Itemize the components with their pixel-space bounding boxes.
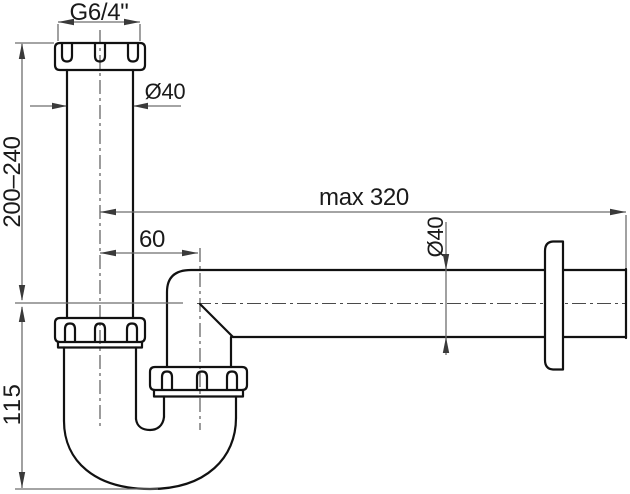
elbow-top-edge	[165, 268, 547, 369]
inlet-diameter-label: Ø40	[145, 79, 186, 104]
outlet-elbow-and-pipe	[165, 267, 628, 369]
thread-size-label: G6/4"	[69, 0, 128, 26]
elbow-miter-edge	[198, 302, 235, 339]
extension-lines	[15, 24, 627, 490]
elbow-nut	[148, 365, 249, 420]
wall-flange	[543, 240, 565, 371]
siphon-body	[53, 41, 628, 491]
elbow-offset-label: 60	[139, 226, 165, 253]
trap-depth-label: 115	[0, 383, 26, 426]
adjustable-height-label: 200–240	[0, 136, 26, 227]
inlet-pipe	[65, 68, 135, 320]
trap-left-nut	[53, 316, 147, 349]
pipe-end-edges	[561, 268, 628, 339]
max-length-label: max 320	[319, 184, 409, 211]
inlet-coupling-nut	[53, 41, 147, 72]
dimension-lines	[18, 18, 626, 488]
dimension-labels: G6/4" Ø40 200–240 115 max 320 60 Ø40	[0, 0, 448, 425]
outlet-diameter-label: Ø40	[423, 217, 448, 258]
